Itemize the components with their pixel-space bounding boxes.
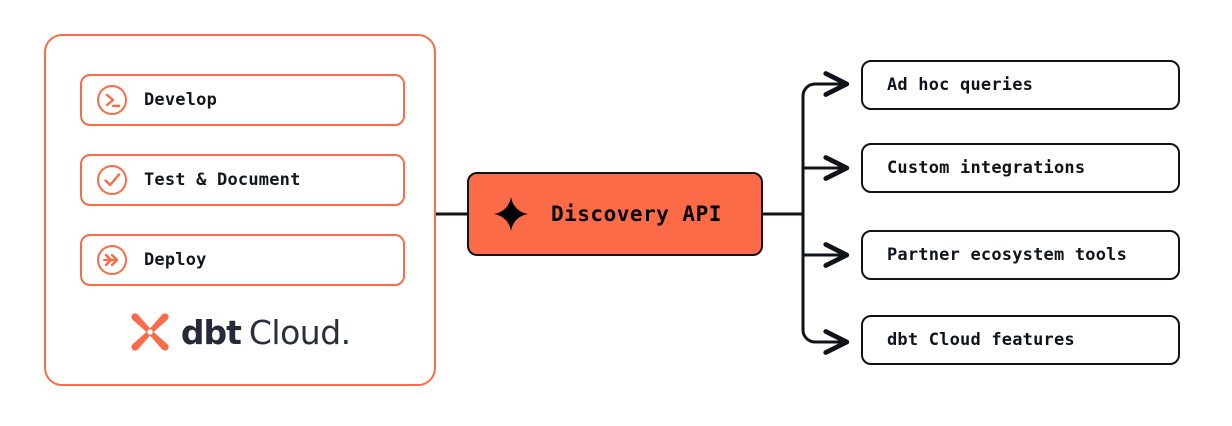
dbt-wordmark-secondary: Cloud [248, 312, 341, 352]
dbt-wordmark-primary: dbt [180, 312, 242, 352]
consumer-label: Partner ecosystem tools [887, 245, 1128, 265]
discovery-api-node[interactable]: Discovery API [467, 172, 763, 256]
consumer-box-custom-integrations[interactable]: Custom integrations [861, 143, 1180, 193]
consumer-label: Custom integrations [887, 158, 1086, 178]
connector-branch-4 [801, 328, 850, 355]
check-circle-icon [97, 165, 127, 195]
sparkle-icon [493, 196, 529, 232]
discovery-api-label: Discovery API [551, 202, 722, 226]
stage-item-test-and-document[interactable]: Test & Document [80, 154, 405, 206]
consumer-label: Ad hoc queries [887, 75, 1034, 95]
connector-branch-1 [801, 71, 850, 98]
consumer-box-dbt-cloud-features[interactable]: dbt Cloud features [861, 315, 1180, 365]
stage-item-develop[interactable]: Develop [80, 74, 405, 126]
consumer-box-ad-hoc-queries[interactable]: Ad hoc queries [861, 60, 1180, 110]
consumer-label: dbt Cloud features [887, 330, 1075, 350]
stage-item-deploy[interactable]: Deploy [80, 234, 405, 286]
dbt-cloud-logo: dbt Cloud . [46, 304, 434, 360]
stage-label: Develop [144, 90, 218, 110]
stage-label: Deploy [144, 250, 207, 270]
dbt-cloud-panel: Develop Test & Document Deploy [44, 34, 436, 386]
dbt-x-mark-icon [131, 313, 169, 351]
consumer-box-partner-ecosystem-tools[interactable]: Partner ecosystem tools [861, 230, 1180, 280]
stage-label: Test & Document [144, 170, 301, 190]
dbt-wordmark-suffix: . [340, 312, 352, 352]
terminal-prompt-icon [97, 85, 127, 115]
double-chevron-right-icon [97, 245, 127, 275]
dbt-cloud-wordmark: dbt Cloud . [181, 316, 351, 349]
